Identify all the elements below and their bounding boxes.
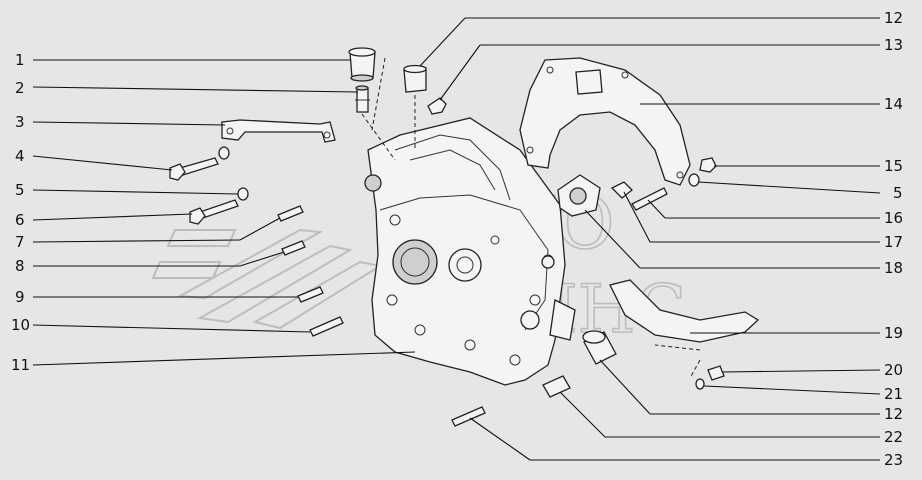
cap-part-1 [348, 47, 376, 82]
washer-part-21 [695, 378, 705, 390]
assembly-dash-lines [361, 57, 701, 379]
shield-part-19 [609, 279, 760, 343]
bracket-part-3 [221, 119, 336, 143]
stud-part-23 [451, 406, 486, 427]
callout-left-7: 7 [15, 233, 25, 251]
callout-right-18: 18 [884, 259, 903, 277]
callout-right-20: 20 [884, 361, 903, 379]
bolt-part-20 [707, 365, 725, 381]
callout-right-12: 12 [884, 9, 903, 27]
callout-left-11: 11 [11, 356, 30, 374]
callout-right-14: 14 [884, 95, 903, 113]
stud-part-10 [309, 316, 344, 337]
stud-part-8 [281, 240, 306, 256]
stud-part-9 [297, 286, 324, 303]
cover-plate-part-14 [519, 57, 691, 186]
stud-part-16 [631, 187, 668, 211]
leader-lines-left [32, 59, 416, 366]
bolt-part-6 [189, 199, 239, 225]
nut-part-15 [699, 157, 717, 173]
callout-left-2: 2 [15, 79, 25, 97]
gearbox-housing [364, 117, 576, 386]
cap-part-12-top [403, 64, 427, 93]
callout-left-1: 1 [15, 51, 25, 69]
callout-left-9: 9 [15, 288, 25, 306]
seal-housing-part-18 [557, 174, 601, 217]
callout-right-17: 17 [884, 233, 903, 251]
bolt-part-17 [610, 181, 633, 199]
callout-right-21: 21 [884, 385, 903, 403]
leader-lines-right [419, 17, 881, 461]
callout-right-15: 15 [884, 157, 903, 175]
callouts-left: 1 2 3 4 5 6 7 8 9 10 11 [11, 51, 30, 374]
callout-right-13: 13 [884, 36, 903, 54]
pin-part-2 [355, 85, 370, 113]
callout-right-12-lower: 12 [884, 405, 903, 423]
callout-right-22: 22 [884, 428, 903, 446]
callout-left-10: 10 [11, 316, 30, 334]
callout-left-6: 6 [15, 211, 25, 229]
callout-right-23: 23 [884, 451, 903, 469]
clip-part-13 [427, 97, 447, 115]
bushing-part-12-lower [582, 330, 617, 365]
callout-right-5: 5 [893, 184, 903, 202]
stud-part-7 [277, 205, 304, 222]
callout-left-5: 5 [15, 181, 25, 199]
watermark-logo [151, 228, 383, 330]
washer-part-4 [218, 146, 230, 160]
callout-right-19: 19 [884, 324, 903, 342]
washer-part-5-left [237, 187, 249, 201]
sleeve-part-22 [542, 375, 571, 398]
washer-part-5-right [688, 173, 700, 187]
callout-right-16: 16 [884, 209, 903, 227]
callouts-right: 12 13 14 15 5 16 17 18 19 20 21 12 22 23 [884, 9, 903, 469]
callout-left-8: 8 [15, 257, 25, 275]
callout-left-4: 4 [15, 147, 25, 165]
bolt-part-4 [169, 157, 219, 181]
callout-left-3: 3 [15, 113, 25, 131]
